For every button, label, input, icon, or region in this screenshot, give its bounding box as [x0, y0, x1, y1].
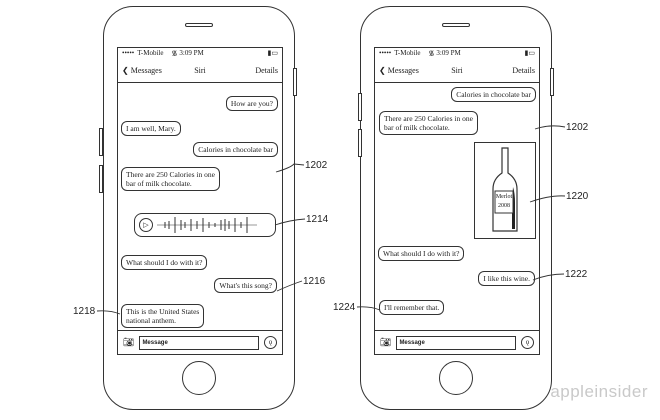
wifi-icon: ᯾ — [428, 48, 435, 57]
message-input[interactable]: Message — [396, 335, 516, 350]
wine-image[interactable]: Merlot 2008 — [474, 142, 536, 239]
power-button — [293, 68, 297, 96]
time: 3:09 PM — [436, 49, 461, 57]
compose-bar: 📷︎ Message ǫ — [375, 330, 539, 354]
screen-left: ••••• T-Mobile ᯾ 3:09 PM ▮▭ ❮Messages Si… — [117, 47, 283, 355]
home-button[interactable] — [182, 361, 216, 395]
details-button[interactable]: Details — [255, 66, 278, 75]
message-bubble: I like this wine. — [478, 271, 535, 286]
battery-icon: ▮▭ — [267, 49, 278, 57]
speaker — [442, 23, 470, 27]
message-bubble: I am well, Mary. — [121, 121, 181, 136]
message-bubble: There are 250 Calories in one bar of mil… — [379, 111, 478, 135]
ref-label: 1220 — [566, 191, 589, 202]
ref-label: 1224 — [333, 302, 356, 313]
screen-right: ••••• T-Mobile ᯾ 3:09 PM ▮▭ ❮Messages Si… — [374, 47, 540, 355]
microphone-icon[interactable]: ǫ — [264, 336, 277, 349]
camera-icon[interactable]: 📷︎ — [123, 337, 135, 347]
message-bubble: What should I do with it? — [121, 255, 208, 270]
waveform-icon — [157, 217, 257, 233]
signal-icon: ••••• — [379, 49, 392, 57]
compose-bar: 📷︎ Message ǫ — [118, 330, 282, 354]
carrier: T-Mobile — [394, 49, 421, 57]
ref-label: 1222 — [565, 269, 588, 280]
time: 3:09 PM — [179, 49, 204, 57]
side-button — [99, 165, 103, 193]
carrier: T-Mobile — [137, 49, 164, 57]
back-button[interactable]: ❮Messages — [379, 66, 419, 75]
message-bubble: I'll remember that. — [379, 300, 445, 315]
wine-label-year: 2008 — [498, 203, 510, 209]
status-bar: ••••• T-Mobile ᯾ 3:09 PM ▮▭ — [375, 48, 539, 58]
message-bubble: There are 250 Calories in one bar of mil… — [121, 167, 220, 191]
message-input[interactable]: Message — [139, 335, 259, 350]
microphone-icon[interactable]: ǫ — [521, 336, 534, 349]
status-bar: ••••• T-Mobile ᯾ 3:09 PM ▮▭ — [118, 48, 282, 58]
audio-message[interactable]: ▷ — [134, 213, 276, 237]
message-bubble: This is the United States national anthe… — [121, 304, 205, 328]
camera-icon[interactable]: 📷︎ — [380, 337, 392, 347]
message-bubble: Calories in chocolate bar — [193, 142, 278, 157]
watermark: appleinsider — [550, 382, 648, 401]
side-button — [99, 128, 103, 156]
nav-bar: ❮Messages Siri Details — [118, 59, 282, 83]
chevron-left-icon: ❮ — [379, 66, 386, 75]
nav-bar: ❮Messages Siri Details — [375, 59, 539, 83]
speaker — [185, 23, 213, 27]
side-button — [358, 93, 362, 121]
wifi-icon: ᯾ — [171, 48, 178, 57]
message-bubble: What's this song? — [214, 278, 277, 293]
signal-icon: ••••• — [122, 49, 135, 57]
message-bubble: Calories in chocolate bar — [451, 87, 536, 102]
message-bubble: What should I do with it? — [378, 246, 465, 261]
power-button — [550, 68, 554, 96]
ref-label: 1214 — [306, 214, 329, 225]
wine-bottle-icon — [492, 147, 518, 232]
wine-label-name: Merlot — [495, 194, 513, 200]
ref-label: 1202 — [305, 160, 328, 171]
ref-label: 1218 — [73, 306, 96, 317]
home-button[interactable] — [439, 361, 473, 395]
side-button — [358, 129, 362, 157]
ref-label: 1202 — [566, 122, 589, 133]
battery-icon: ▮▭ — [524, 49, 535, 57]
play-icon[interactable]: ▷ — [139, 218, 153, 232]
message-bubble: How are you? — [225, 96, 278, 111]
details-button[interactable]: Details — [512, 66, 535, 75]
chevron-left-icon: ❮ — [122, 66, 129, 75]
back-button[interactable]: ❮Messages — [122, 66, 162, 75]
ref-label: 1216 — [303, 276, 326, 287]
